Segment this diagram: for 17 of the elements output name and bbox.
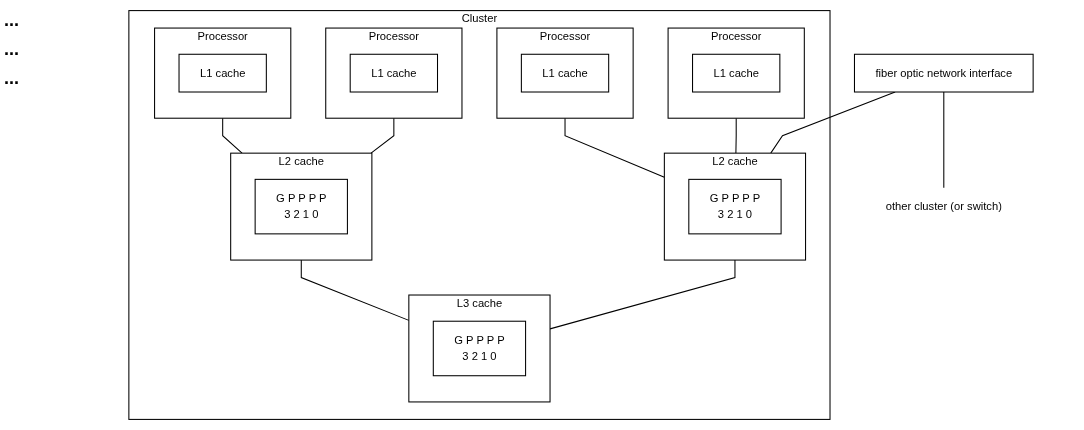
node-box: fiber optic network interface [853,53,1034,93]
ellipsis-label: ... [4,10,20,31]
connector [370,117,395,154]
node-box: L1 cache [178,53,267,93]
node-box: L1 cache [349,53,439,93]
connector [222,117,243,154]
ellipsis-label: ... [4,39,20,60]
node-box: L1 cache [692,53,781,93]
node-box: L1 cache [520,53,610,93]
node-box: G P P P P 3 2 1 0 [254,178,348,235]
node-box: G P P P P 3 2 1 0 [688,178,782,235]
connector [564,117,665,178]
node-box: G P P P P 3 2 1 0 [432,320,527,377]
node-text: other cluster (or switch) [885,200,1002,213]
connector [735,117,737,154]
ellipsis-label: ... [4,68,20,89]
connector [943,91,945,189]
